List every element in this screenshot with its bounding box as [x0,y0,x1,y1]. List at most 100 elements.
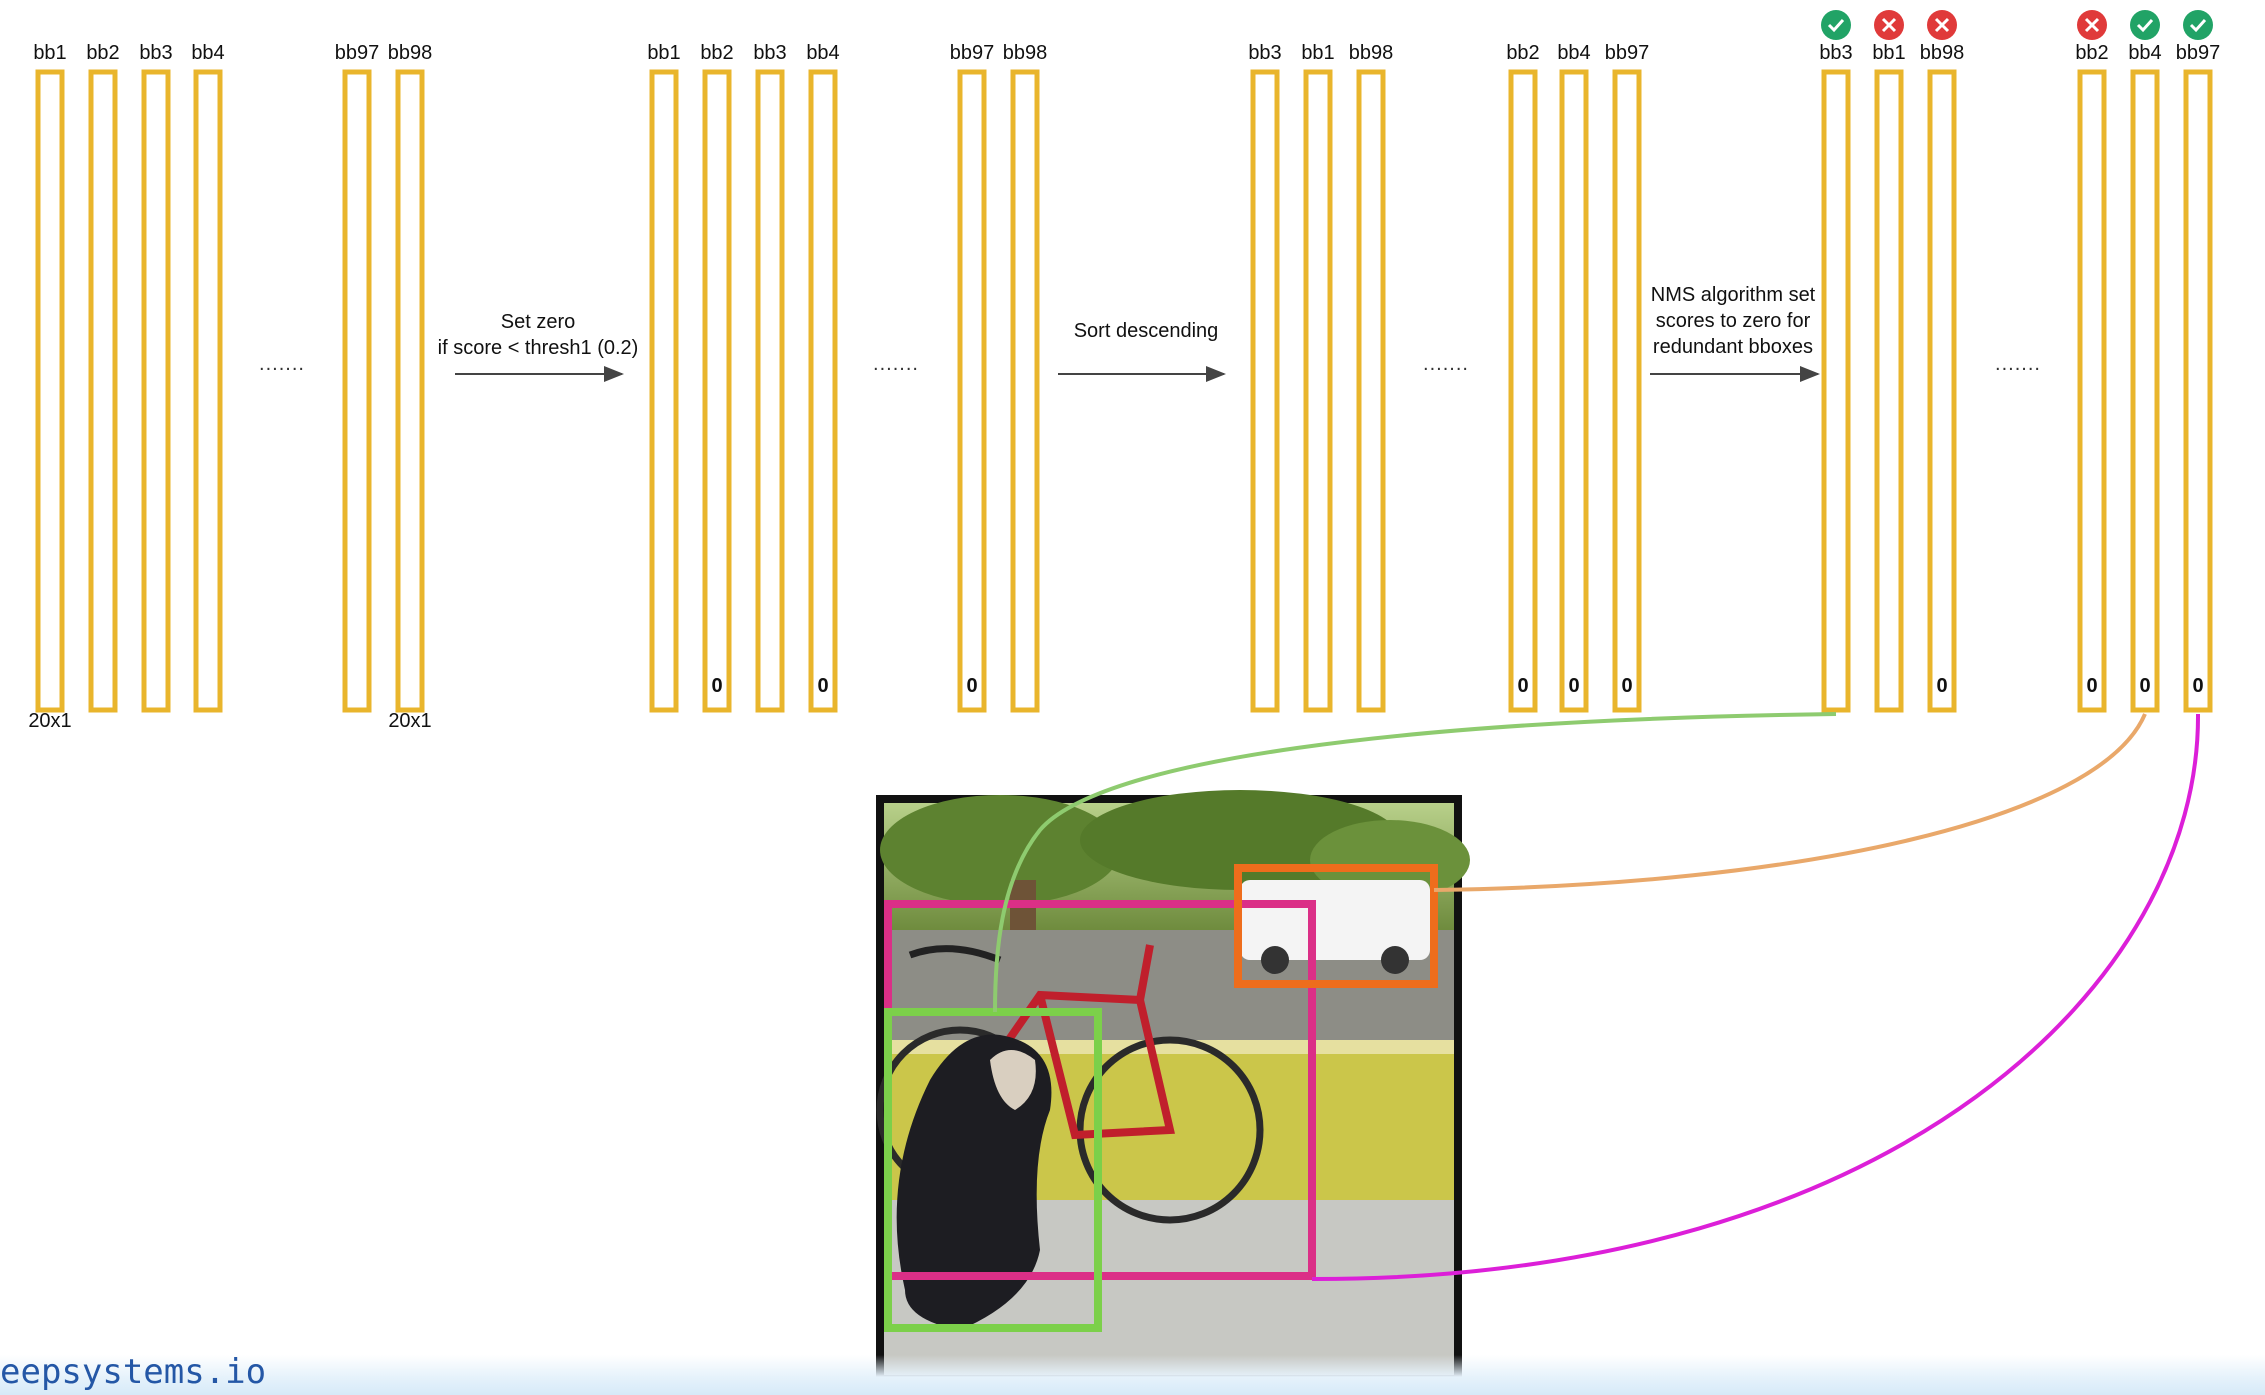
score-vector-bar [141,69,171,713]
score-vector-bar [1250,69,1280,713]
score-vector-bb1: bb1 [33,42,67,713]
zero-score-label: 0 [2192,675,2203,697]
zero-score-label: 0 [1568,675,1579,697]
vector-label: bb2 [700,42,733,64]
transition-arrow-2: Sort descending [1058,320,1226,382]
score-vector-bb97: bb97 0 [2176,42,2221,713]
arrow-caption: scores to zero for [1656,310,1811,332]
score-vector-bar [702,69,732,713]
score-vector-bb3: bb3 [1819,42,1853,713]
zero-score-label: 0 [817,675,828,697]
ellipsis: ....... [259,353,305,375]
check-icon [1821,10,1851,40]
score-vector-bb1: bb1 [1872,42,1906,713]
vector-label: bb1 [647,42,680,64]
vector-label: bb98 [1349,42,1394,64]
zero-score-label: 0 [2139,675,2150,697]
score-group-4: bb3 bb1 bb98 0 bb2 0 bb4 0 bb97 0....... [1819,42,2221,713]
score-vector-bar [1821,69,1851,713]
score-vector-bar [193,69,223,713]
vector-label: bb4 [1557,42,1590,64]
cross-icon [1927,10,1957,40]
vector-label: bb3 [139,42,172,64]
vector-dimension-label: 20x1 [28,710,71,732]
cross-icon [2077,10,2107,40]
score-vector-bb97: bb97 0 [1605,42,1650,713]
vector-label: bb1 [1301,42,1334,64]
vector-label: bb98 [1920,42,1965,64]
score-vector-bar [1612,69,1642,713]
vector-label: bb98 [1003,42,1048,64]
score-vector-bb3: bb3 [753,42,787,713]
vector-label: bb2 [86,42,119,64]
score-vector-bb98: bb98 [1349,42,1394,713]
check-icon [2130,10,2160,40]
car-bbox [1234,864,1438,988]
score-vector-bb3: bb3 [1248,42,1282,713]
vector-label: bb97 [1605,42,1650,64]
vector-label: bb1 [1872,42,1905,64]
score-vector-bb98: bb98 [1003,42,1048,713]
score-vector-bb3: bb3 [139,42,173,713]
magenta-connector [1311,713,2201,1282]
score-vector-bar [1303,69,1333,713]
vector-label: bb2 [2075,42,2108,64]
score-vector-bb97: bb97 0 [950,42,995,713]
score-vector-bb97: bb97 [335,42,380,713]
score-vector-bb4: bb4 0 [806,42,840,713]
arrow-caption: Sort descending [1074,320,1219,342]
zero-score-label: 0 [711,675,722,697]
arrow-caption: NMS algorithm set [1651,284,1816,306]
score-vector-bb2: bb2 0 [2075,42,2109,713]
vector-label: bb4 [191,42,224,64]
score-vector-bar [649,69,679,713]
score-vector-bar [88,69,118,713]
zero-score-label: 0 [2086,675,2097,697]
vector-label: bb97 [335,42,380,64]
footer-wave [0,1355,2265,1395]
score-vector-bb2: bb2 0 [700,42,734,713]
cross-icon [1874,10,1904,40]
score-vector-bar [2130,69,2160,713]
score-vector-bar [957,69,987,713]
score-vector-bar [395,69,425,713]
score-vector-bar [2077,69,2107,713]
score-vector-bb4: bb4 0 [1557,42,1591,713]
vector-label: bb3 [1819,42,1852,64]
score-vector-bar [1874,69,1904,713]
score-vector-bb4: bb4 0 [2128,42,2162,713]
score-vector-bar [35,69,65,713]
score-vector-bb2: bb2 [86,42,120,713]
arrow-caption: redundant bboxes [1653,336,1813,358]
vector-label: bb98 [388,42,433,64]
vector-label: bb4 [2128,42,2161,64]
score-vector-bar [2183,69,2213,713]
check-icon [2183,10,2213,40]
score-vector-bar [1927,69,1957,713]
score-vector-bb1: bb1 [647,42,681,713]
zero-score-label: 0 [966,675,977,697]
score-vector-bar [755,69,785,713]
arrow-caption: Set zero [501,311,575,333]
orange-connector [1433,713,2147,892]
ellipsis: ....... [1995,353,2041,375]
score-vector-bar [342,69,372,713]
vector-label: bb3 [1248,42,1281,64]
vector-label: bb97 [950,42,995,64]
score-vector-bar [808,69,838,713]
zero-score-label: 0 [1621,675,1632,697]
vector-label: bb97 [2176,42,2221,64]
score-vector-bar [1508,69,1538,713]
ellipsis: ....... [1423,353,1469,375]
detection-photo [876,790,1470,1383]
vector-label: bb2 [1506,42,1539,64]
watermark-text: eepsystems.io [0,1352,267,1392]
vector-label: bb4 [806,42,839,64]
zero-score-label: 0 [1936,675,1947,697]
score-vector-bb1: bb1 [1301,42,1335,713]
